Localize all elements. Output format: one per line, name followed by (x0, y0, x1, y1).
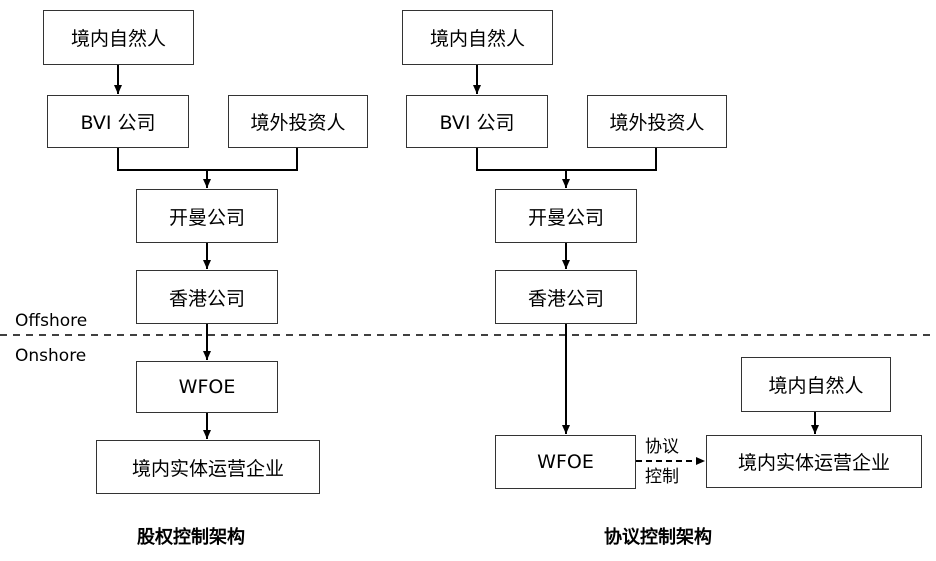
right-hongkong-box: 香港公司 (495, 270, 637, 324)
right-cayman-box: 开曼公司 (495, 189, 637, 243)
left-person-box: 境内自然人 (43, 10, 194, 65)
left-foreign-investor-box: 境外投资人 (228, 95, 368, 148)
right-wfoe-box: WFOE (495, 435, 636, 489)
right-person2-box: 境内自然人 (741, 357, 891, 412)
agreement-label-line2: 控制 (645, 467, 679, 487)
onshore-label: Onshore (15, 346, 87, 366)
right-bvi-box: BVI 公司 (406, 95, 548, 148)
left-operating-entity-box: 境内实体运营企业 (96, 440, 320, 494)
agreement-control-label: 协议 控制 (645, 436, 679, 488)
left-wfoe-box: WFOE (136, 361, 278, 413)
right-operating-entity-box: 境内实体运营企业 (706, 435, 922, 488)
agreement-label-line1: 协议 (645, 437, 679, 457)
right-caption: 协议控制架构 (604, 527, 712, 548)
left-caption: 股权控制架构 (137, 527, 245, 548)
right-person-box: 境内自然人 (402, 10, 553, 65)
right-connector-bvi-investor (476, 148, 657, 171)
left-cayman-box: 开曼公司 (136, 189, 278, 243)
left-connector-bvi-investor (117, 148, 298, 171)
offshore-label: Offshore (15, 311, 88, 331)
left-bvi-box: BVI 公司 (47, 95, 189, 148)
left-hongkong-box: 香港公司 (136, 270, 278, 324)
right-foreign-investor-box: 境外投资人 (587, 95, 727, 148)
